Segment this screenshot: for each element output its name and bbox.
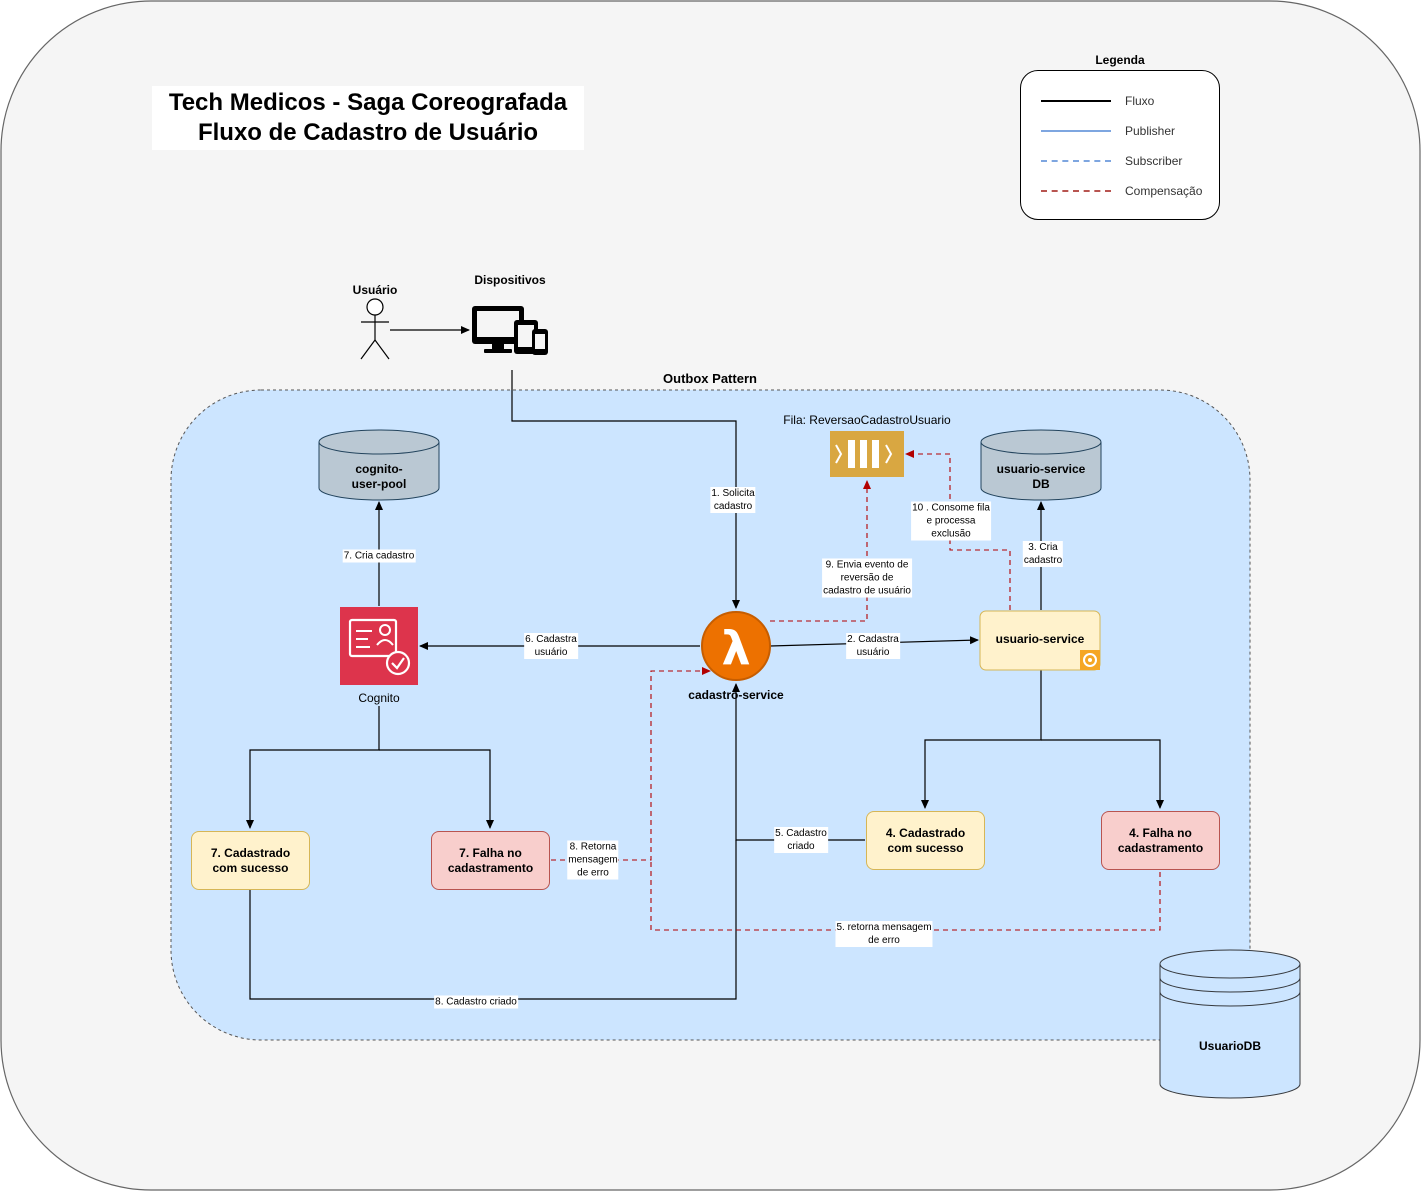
edge-5-retorna-erro — [650, 860, 1161, 931]
left-fail-box: 7. Falha no cadastramento — [431, 831, 550, 890]
edge-label-3: 3. Cria cadastro — [1022, 541, 1064, 567]
edge-1-solicita — [511, 370, 740, 609]
lambda-icon: λ — [701, 611, 771, 681]
edge-10-consome-fila — [905, 450, 1011, 610]
legend-item-compensacao: Compensação — [1021, 181, 1221, 201]
queue-label: Fila: ReversaoCadastroUsuario — [783, 413, 951, 427]
edge-service-fail — [1041, 739, 1164, 809]
queue-icon — [830, 431, 904, 477]
lambda-label: cadastro-service — [688, 688, 784, 702]
svg-text:λ: λ — [721, 621, 750, 675]
edge-label-7: 7. Cria cadastro — [342, 549, 416, 563]
usuariodb-label: UsuarioDB — [1198, 1039, 1261, 1053]
cognito-pool-cylinder — [318, 429, 440, 501]
devices-label: Dispositivos — [474, 273, 546, 287]
right-success-box: 4. Cadastrado com sucesso — [866, 811, 985, 870]
left-success-box: 7. Cadastrado com sucesso — [191, 831, 310, 890]
legend-item-fluxo: Fluxo — [1021, 91, 1221, 111]
usuariodb-cylinder — [1159, 949, 1301, 1099]
edge-cognito-success — [246, 706, 380, 829]
devices-icon — [472, 306, 548, 355]
edge-label-5b: 5. retorna mensagem de erro — [835, 921, 933, 947]
edge-label-10: 10 . Consome fila e processa exclusão — [911, 501, 991, 541]
edge-9-envia-evento — [770, 480, 871, 622]
edge-label-5a: 5. Cadastro criado — [774, 827, 828, 853]
outbox-label: Outbox Pattern — [663, 371, 757, 386]
diagram-title: Tech Medicos - Saga Coreografada Fluxo d… — [152, 86, 584, 150]
edge-label-8a: 8. Retorna mensagem de erro — [567, 840, 619, 880]
legend-box: Fluxo Publisher Subscriber Compensação — [1020, 70, 1220, 220]
cognito-icon — [340, 607, 418, 685]
edge-service-success — [921, 670, 1042, 809]
usuario-db-label: usuario-service DB — [996, 462, 1086, 491]
cognito-pool-label: cognito- user-pool — [351, 462, 407, 491]
user-actor-icon — [360, 298, 390, 360]
legend-item-subscriber: Subscriber — [1021, 151, 1221, 171]
edge-label-9: 9. Envia evento de reversão de cadastro … — [822, 558, 912, 598]
legend-item-publisher: Publisher — [1021, 121, 1221, 141]
usuario-service-label: usuario-service — [995, 632, 1085, 646]
user-label: Usuário — [352, 283, 398, 297]
usuario-service-db-cylinder — [980, 429, 1102, 501]
legend-heading: Legenda — [1095, 53, 1145, 67]
title-line-1: Tech Medicos - Saga Coreografada — [168, 89, 568, 116]
cognito-label: Cognito — [358, 691, 400, 705]
right-fail-box: 4. Falha no cadastramento — [1101, 811, 1220, 870]
edge-label-2: 2. Cadastra usuário — [846, 633, 900, 659]
usuario-service-box — [979, 610, 1101, 671]
edge-label-1: 1. Solicita cadastro — [710, 487, 756, 513]
title-line-2: Fluxo de Cadastro de Usuário — [197, 119, 539, 146]
edge-cognito-fail — [379, 749, 494, 829]
edge-label-8b: 8. Cadastro criado — [434, 995, 518, 1009]
edge-label-6: 6. Cadastra usuário — [524, 633, 578, 659]
